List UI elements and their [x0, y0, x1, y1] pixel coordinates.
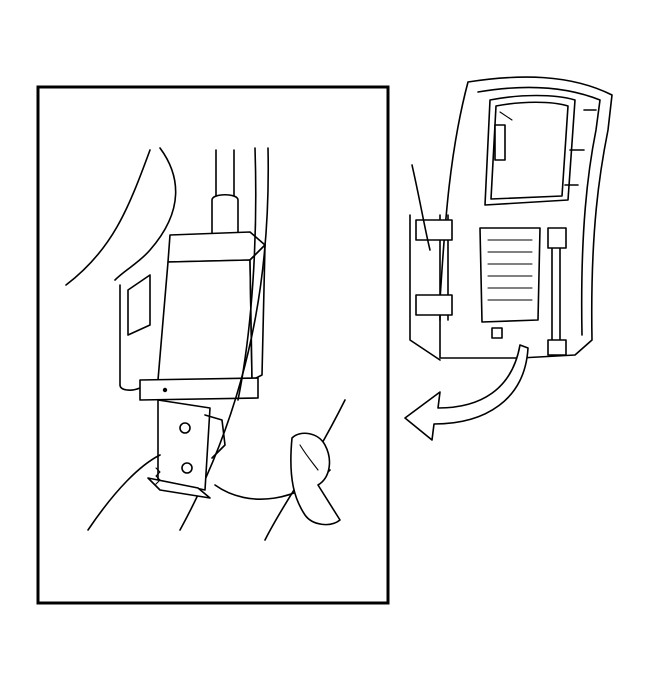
bracket-base-flange [139, 377, 259, 401]
hinge-arm [204, 414, 226, 459]
direction-arrow [404, 344, 529, 441]
base-bolt-hole [162, 387, 168, 393]
hinge-bolt-thread [155, 467, 161, 485]
trim-panel-edge [119, 284, 141, 391]
wiper-motor [494, 124, 506, 161]
strut-right-top [547, 227, 567, 249]
hinge-base [147, 477, 211, 499]
strut-right [551, 234, 561, 341]
body-opening-edge [409, 214, 441, 361]
panel-ribs [487, 239, 533, 301]
wiper-arm [499, 111, 513, 121]
bracket-front [157, 259, 253, 381]
detail-view [36, 85, 390, 605]
liftgate-inner-edge [477, 86, 601, 336]
hand-finger-line [299, 444, 319, 471]
strut-rod [215, 149, 235, 199]
liftgate-inner-panel [479, 227, 541, 323]
bracket-top [167, 231, 266, 263]
liftgate-outline [439, 76, 613, 359]
gate-hinge-marks [564, 109, 597, 186]
body-contour-inner [114, 147, 177, 281]
strut-right-mount [547, 339, 567, 356]
trim-panel-recess [127, 274, 151, 336]
strut-left-top [415, 219, 453, 241]
liftgate-overview [409, 76, 613, 361]
pillar-edge-outer [179, 147, 270, 531]
latch-button [491, 327, 503, 339]
window-inner-frame [490, 101, 569, 200]
hinge-plate [157, 399, 211, 491]
floor-contour-left [87, 454, 161, 531]
body-pillar-left [411, 164, 431, 251]
pillar-edge-inner [237, 147, 257, 401]
technician-hand [290, 432, 341, 526]
body-contour-left [65, 149, 151, 286]
hinge-bolt-lower [181, 462, 193, 474]
detail-frame [36, 85, 390, 605]
strut-left-mount [415, 294, 453, 316]
hinge-bolt-upper [179, 422, 191, 434]
curved-arrow-open-direction [404, 344, 529, 441]
